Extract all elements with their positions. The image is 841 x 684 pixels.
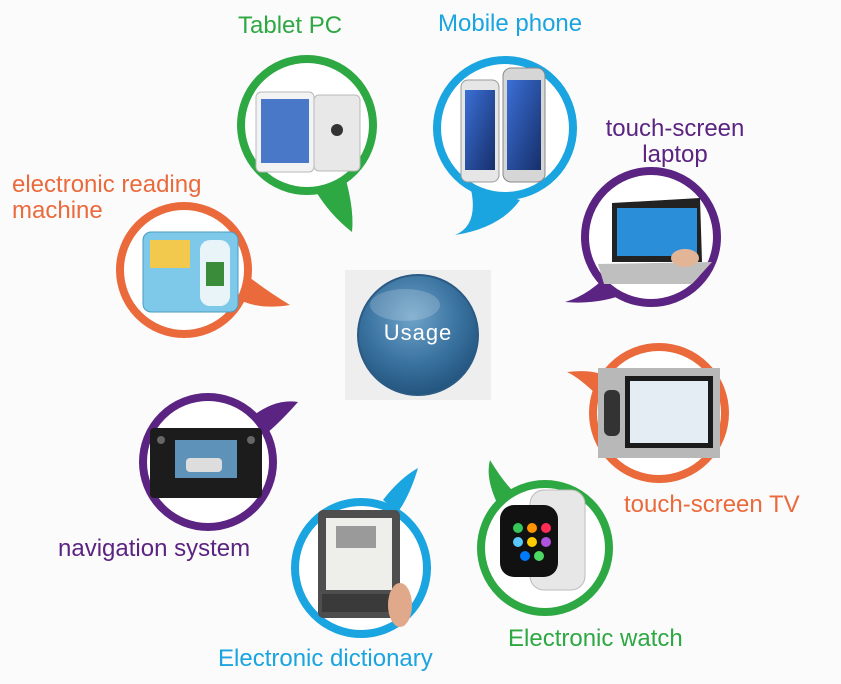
tablet-pc-icon bbox=[255, 91, 361, 173]
center-label: Usage bbox=[383, 320, 453, 345]
bubble-mobile-phone bbox=[433, 56, 577, 235]
label-touch-screen-laptop: touch-screen laptop bbox=[590, 116, 760, 168]
bubble-tail bbox=[240, 270, 290, 307]
center-highlight bbox=[370, 289, 440, 321]
label-line: machine bbox=[12, 197, 103, 224]
bubble-tail bbox=[383, 468, 418, 512]
bubble-navigation-system bbox=[139, 393, 298, 531]
bubble-touch-screen-laptop bbox=[565, 167, 721, 307]
navigation-system-icon bbox=[150, 428, 262, 498]
mobile-phone-icon bbox=[460, 67, 546, 183]
label-electronic-dictionary: Electronic dictionary bbox=[218, 645, 433, 672]
electronic-watch-icon bbox=[500, 489, 586, 591]
label-mobile-phone: Mobile phone bbox=[438, 10, 583, 37]
bubble-electronic-watch bbox=[477, 460, 613, 616]
bubble-touch-screen-tv bbox=[567, 343, 729, 483]
label-line: touch-screen bbox=[605, 115, 745, 142]
reading-machine-icon bbox=[142, 231, 239, 313]
label-navigation-system: navigation system bbox=[58, 535, 251, 562]
label-touch-screen-tv: touch-screen TV bbox=[624, 491, 800, 518]
label-tablet-pc: Tablet PC bbox=[238, 12, 343, 39]
bubble-electronic-reading-machine bbox=[116, 202, 290, 338]
electronic-dictionary-icon bbox=[318, 510, 412, 627]
label-electronic-watch: Electronic watch bbox=[508, 625, 683, 652]
label-line: laptop bbox=[642, 141, 708, 168]
center-circle bbox=[357, 274, 479, 396]
touch-screen-laptop-icon bbox=[598, 198, 712, 284]
touch-screen-tv-icon bbox=[598, 368, 720, 458]
bubble-tablet-pc bbox=[237, 55, 377, 232]
label-electronic-reading-machine: electronic reading machine bbox=[12, 172, 201, 224]
label-line: electronic reading bbox=[12, 171, 202, 198]
bubble-electronic-dictionary bbox=[291, 468, 431, 638]
